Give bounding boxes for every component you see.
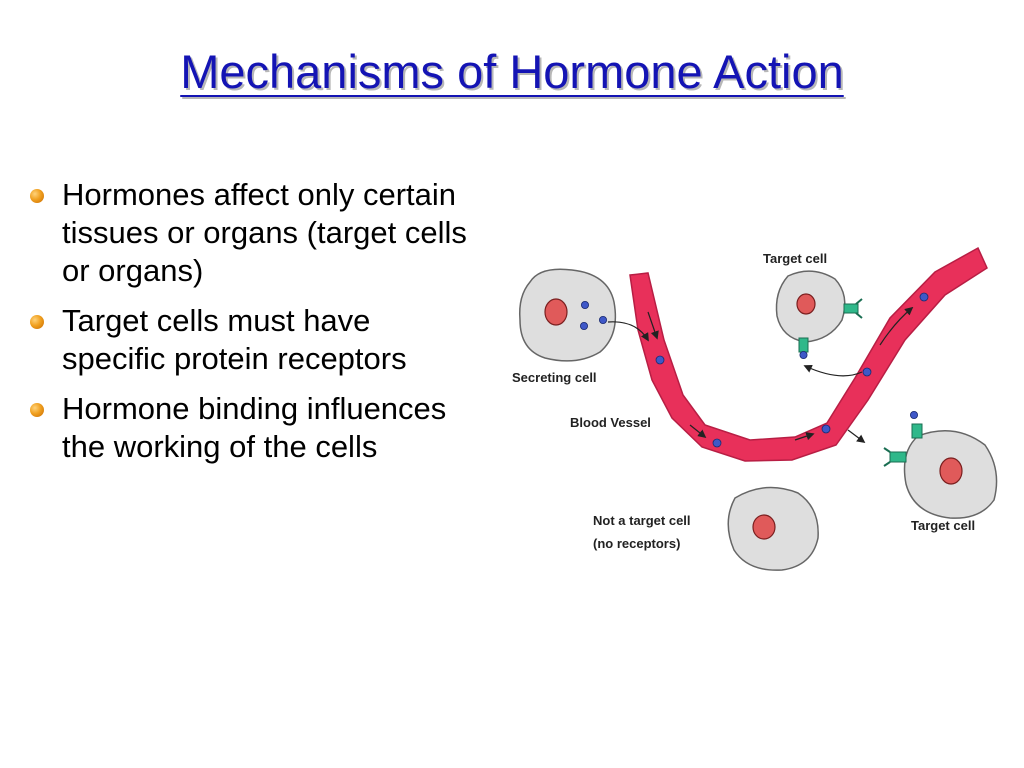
receptor (798, 337, 809, 359)
bullet-list: Hormones affect only certain tissues or … (28, 176, 473, 478)
bullet-text: Hormones affect only certain tissues or … (62, 177, 467, 288)
bullet-item: Hormones affect only certain tissues or … (28, 176, 473, 290)
hormone-molecule (919, 292, 929, 302)
bullet-item: Hormone binding influences the working o… (28, 390, 473, 466)
hormone-molecule (655, 355, 665, 365)
receptor (883, 447, 907, 467)
receptor (843, 298, 863, 319)
hormone-molecule (862, 367, 872, 377)
slide-title: Mechanisms of Hormone Action (180, 45, 844, 98)
non-target-label-line2: (no receptors) (593, 536, 680, 551)
arrow (607, 321, 649, 342)
arrow (847, 429, 866, 444)
hormone-molecule (712, 438, 722, 448)
non-target-cell (727, 486, 819, 571)
target-cell-top-label: Target cell (763, 251, 827, 266)
arrow (803, 364, 863, 377)
arrow (879, 306, 914, 346)
arrow (794, 432, 815, 441)
arrow (689, 424, 707, 439)
bullet-item: Target cells must have specific protein … (28, 302, 473, 378)
arrow (647, 311, 659, 340)
bullet-text: Hormone binding influences the working o… (62, 391, 447, 464)
target-cell-right-label: Target cell (911, 518, 975, 533)
bullet-text: Target cells must have specific protein … (62, 303, 407, 376)
secreting-cell (518, 268, 617, 362)
target-cell-top (775, 270, 863, 359)
bullet-icon (30, 403, 44, 417)
blood-vessel (629, 246, 988, 462)
hormone-molecule (821, 424, 831, 434)
non-target-label-line1: Not a target cell (593, 513, 691, 528)
secreting-cell-label: Secreting cell (512, 370, 597, 385)
blood-vessel-label: Blood Vessel (570, 415, 651, 430)
hormone-diagram: Secreting cell Target cell Blood Vessel (512, 246, 998, 571)
bullet-icon (30, 315, 44, 329)
receptor (910, 410, 923, 439)
target-cell-right (883, 410, 998, 519)
bullet-icon (30, 189, 44, 203)
